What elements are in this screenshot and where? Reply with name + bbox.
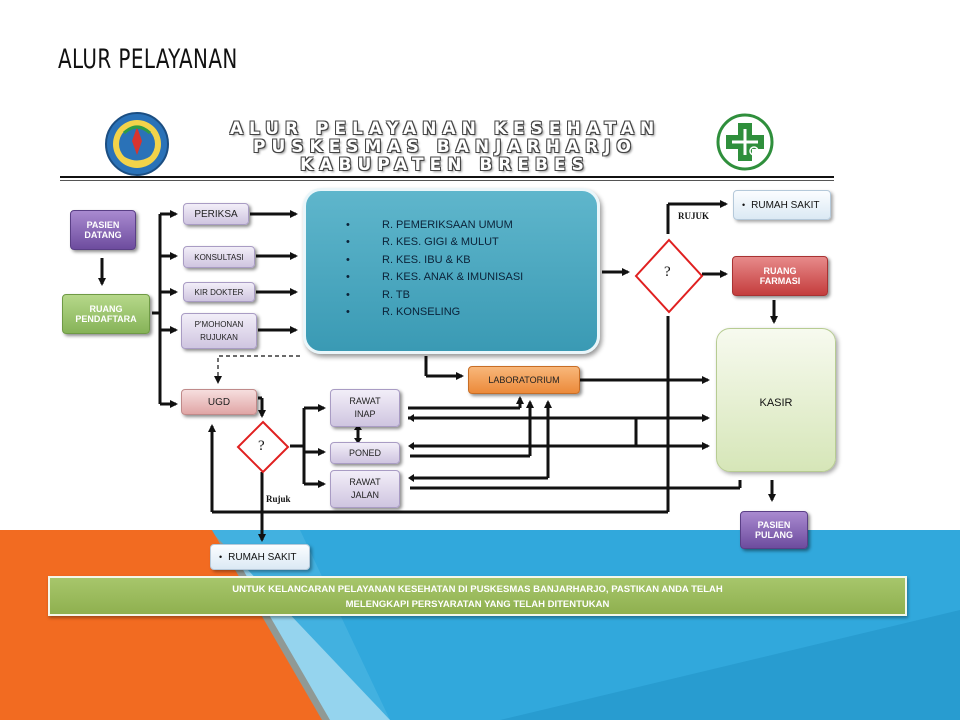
ruang-pendaftaran-label: RUANG PENDAFTARA <box>75 304 137 324</box>
rumah-sakit-lower-label: RUMAH SAKIT <box>228 551 297 563</box>
service-periksa-label: PERIKSA <box>194 208 238 220</box>
room-item: R. KES. IBU & KB <box>346 252 523 269</box>
rumah-sakit-lower-box: • RUMAH SAKIT <box>210 544 310 570</box>
header-divider-thin <box>60 180 834 181</box>
rumah-sakit-upper-box: • RUMAH SAKIT <box>733 190 831 220</box>
service-kir-dokter-box: KIR DOKTER <box>183 282 255 302</box>
header-title-line-1: ALUR PELAYANAN KESEHATAN <box>229 119 661 139</box>
slide-title: ALUR PELAYANAN <box>58 44 238 75</box>
rawat-inap-label: RAWAT INAP <box>349 396 381 419</box>
room-item: R. TB <box>346 287 523 304</box>
decision-diamond-upper <box>634 238 704 314</box>
room-item: R. KES. GIGI & MULUT <box>346 234 523 251</box>
requirements-banner: UNTUK KELANCARAN PELAYANAN KESEHATAN DI … <box>48 576 907 616</box>
service-kir-dokter-label: KIR DOKTER <box>194 287 244 297</box>
regency-emblem-logo <box>104 111 170 177</box>
decision-diamond-lower <box>236 420 290 474</box>
ruang-pendaftaran-box: RUANG PENDAFTARA <box>62 294 150 334</box>
pasien-pulang-label: PASIEN PULANG <box>755 520 793 540</box>
puskesmas-cross-logo <box>716 113 774 171</box>
rumah-sakit-upper-label: RUMAH SAKIT <box>751 199 820 211</box>
rawat-inap-box: RAWAT INAP <box>330 389 400 427</box>
kasir-label: KASIR <box>759 397 793 409</box>
dark-blue-wedge <box>500 610 960 720</box>
banner-line-2: MELENGKAPI PERSYARATAN YANG TELAH DITENT… <box>345 599 610 610</box>
laboratorium-box: LABORATORIUM <box>468 366 580 394</box>
service-rooms-panel: R. PEMERIKSAAN UMUM R. KES. GIGI & MULUT… <box>303 188 600 354</box>
ugd-box: UGD <box>181 389 257 415</box>
service-permohonan-rujukan-box: P'MOHONAN RUJUKAN <box>181 313 257 349</box>
header-title-line-3: KABUPATEN BREBES <box>300 155 590 175</box>
service-konsultasi-label: KONSULTASI <box>194 252 244 262</box>
ugd-label: UGD <box>207 396 231 408</box>
pasien-pulang-box: PASIEN PULANG <box>740 511 808 549</box>
ruang-farmasi-box: RUANG FARMASI <box>732 256 828 296</box>
room-item: R. KES. ANAK & IMUNISASI <box>346 269 523 286</box>
service-periksa-box: PERIKSA <box>183 203 249 225</box>
poned-box: PONED <box>330 442 400 464</box>
decision-upper-symbol: ? <box>664 264 671 280</box>
room-item: R. KONSELING <box>346 304 523 321</box>
poned-label: PONED <box>348 448 381 458</box>
banner-line-1: UNTUK KELANCARAN PELAYANAN KESEHATAN DI … <box>232 584 723 595</box>
service-permohonan-rujukan-label: P'MOHONAN RUJUKAN <box>194 320 244 342</box>
kasir-box: KASIR <box>716 328 836 472</box>
header-title-line-2: PUSKESMAS BANJARHARJO <box>253 137 637 157</box>
ruang-farmasi-label: RUANG FARMASI <box>759 266 801 286</box>
rawat-jalan-box: RAWAT JALAN <box>330 470 400 508</box>
rujuk-lower-label: Rujuk <box>266 494 291 504</box>
rawat-jalan-label: RAWAT JALAN <box>349 477 381 500</box>
bullet-icon: • <box>742 200 746 210</box>
pasien-datang-label: PASIEN DATANG <box>84 220 122 240</box>
header-divider <box>60 176 834 178</box>
service-konsultasi-box: KONSULTASI <box>183 246 255 268</box>
bullet-icon: • <box>219 552 223 562</box>
decision-lower-symbol: ? <box>258 438 265 454</box>
rujuk-upper-label: RUJUK <box>678 211 709 221</box>
service-rooms-list: R. PEMERIKSAAN UMUM R. KES. GIGI & MULUT… <box>346 217 523 321</box>
pasien-datang-box: PASIEN DATANG <box>70 210 136 250</box>
room-item: R. PEMERIKSAAN UMUM <box>346 217 523 234</box>
laboratorium-label: LABORATORIUM <box>488 375 560 385</box>
